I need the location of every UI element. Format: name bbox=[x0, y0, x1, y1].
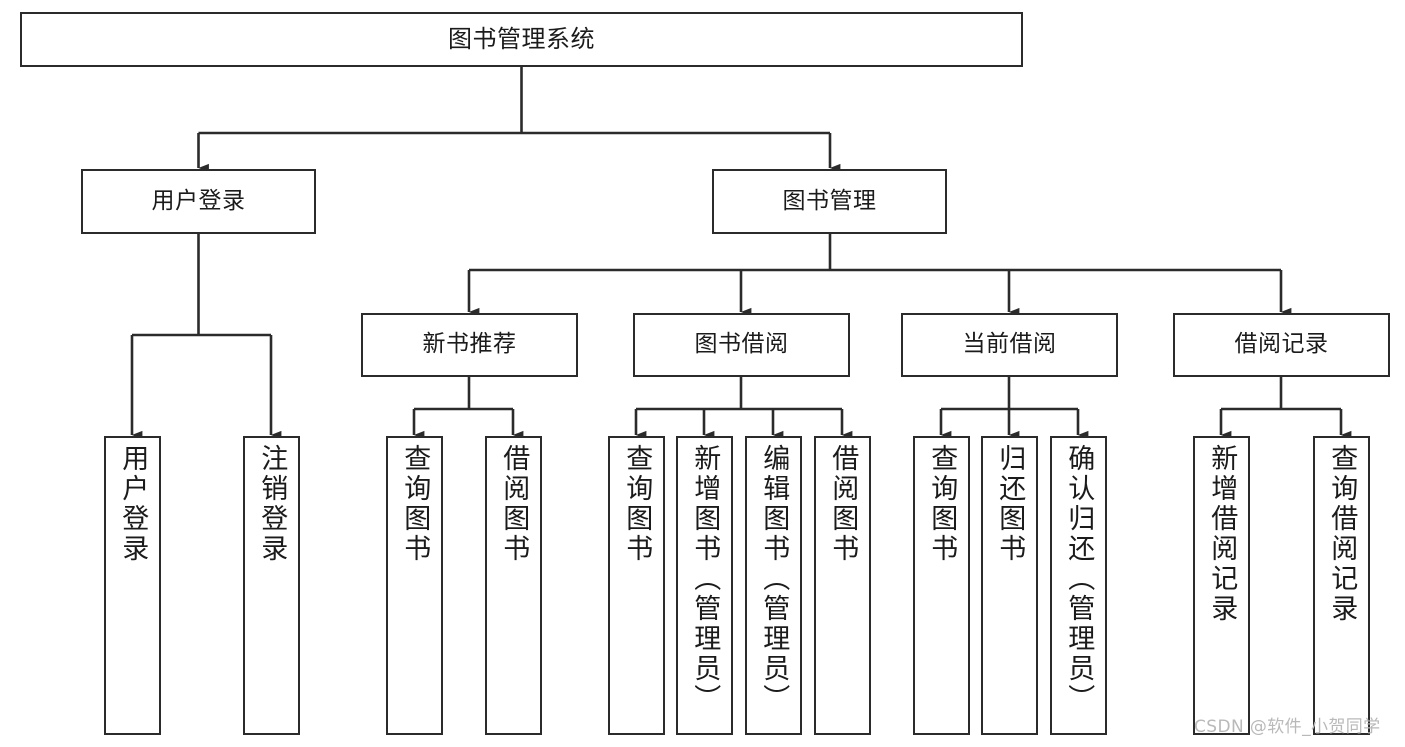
node-borrow-record[interactable]: 借阅记录 bbox=[1173, 313, 1390, 377]
node-user-login[interactable]: 用户登录 bbox=[81, 169, 316, 234]
node-book-borrow[interactable]: 图书借阅 bbox=[633, 313, 850, 377]
node-label: 借阅图书 bbox=[827, 444, 859, 564]
node-label: 注销登录 bbox=[256, 444, 288, 564]
node-label: 新增图书（管理员） bbox=[689, 444, 721, 714]
node-new-book-recommend[interactable]: 新书推荐 bbox=[361, 313, 578, 377]
leaf-user-login-login[interactable]: 用户登录 bbox=[104, 436, 161, 735]
csdn-watermark: CSDN @软件_小贺同学 bbox=[1194, 717, 1381, 737]
node-label: 查询图书 bbox=[399, 444, 431, 564]
node-label: 用户登录 bbox=[151, 187, 246, 214]
node-label: 借阅记录 bbox=[1234, 331, 1329, 358]
node-label: 图书借阅 bbox=[694, 331, 789, 358]
node-label: 新书推荐 bbox=[422, 331, 517, 358]
leaf-borrow-edit-book-admin[interactable]: 编辑图书（管理员） bbox=[745, 436, 802, 735]
node-label: 查询借阅记录 bbox=[1326, 444, 1358, 624]
node-root-system[interactable]: 图书管理系统 bbox=[20, 12, 1023, 67]
leaf-borrow-add-book-admin[interactable]: 新增图书（管理员） bbox=[676, 436, 733, 735]
node-label: 编辑图书（管理员） bbox=[758, 444, 790, 714]
node-label: 借阅图书 bbox=[498, 444, 530, 564]
leaf-current-query-book[interactable]: 查询图书 bbox=[913, 436, 970, 735]
leaf-borrow-borrow-book[interactable]: 借阅图书 bbox=[814, 436, 871, 735]
node-label: 新增借阅记录 bbox=[1206, 444, 1238, 624]
leaf-recommend-query-book[interactable]: 查询图书 bbox=[386, 436, 443, 735]
node-label: 图书管理系统 bbox=[448, 25, 595, 54]
leaf-record-query-record[interactable]: 查询借阅记录 bbox=[1313, 436, 1370, 735]
node-label: 归还图书 bbox=[994, 444, 1026, 564]
node-label: 查询图书 bbox=[621, 444, 653, 564]
node-label: 当前借阅 bbox=[962, 331, 1057, 358]
leaf-borrow-query-book[interactable]: 查询图书 bbox=[608, 436, 665, 735]
node-label: 查询图书 bbox=[926, 444, 958, 564]
leaf-current-return-book[interactable]: 归还图书 bbox=[981, 436, 1038, 735]
node-current-borrow[interactable]: 当前借阅 bbox=[901, 313, 1118, 377]
leaf-record-add-record[interactable]: 新增借阅记录 bbox=[1193, 436, 1250, 735]
node-label: 图书管理 bbox=[782, 187, 877, 214]
node-label: 确认归还（管理员） bbox=[1063, 444, 1095, 714]
node-book-management[interactable]: 图书管理 bbox=[712, 169, 947, 234]
leaf-current-confirm-return-admin[interactable]: 确认归还（管理员） bbox=[1050, 436, 1107, 735]
leaf-user-login-logout[interactable]: 注销登录 bbox=[243, 436, 300, 735]
leaf-recommend-borrow-book[interactable]: 借阅图书 bbox=[485, 436, 542, 735]
node-label: 用户登录 bbox=[117, 444, 149, 564]
